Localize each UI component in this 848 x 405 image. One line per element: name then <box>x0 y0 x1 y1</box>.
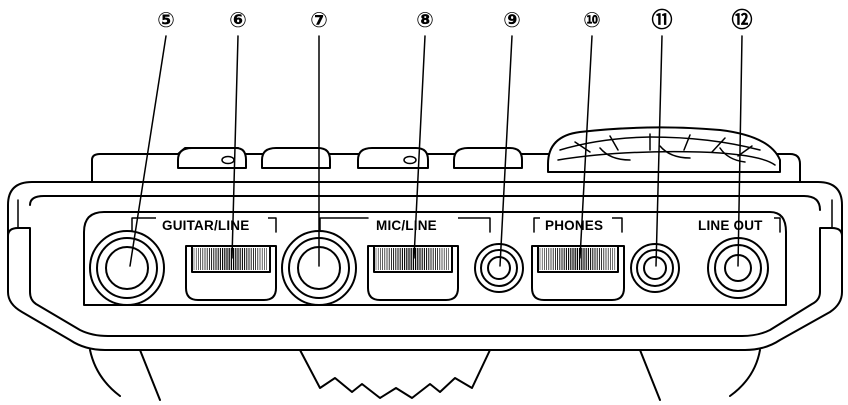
callout-7: ⑦ <box>310 8 328 32</box>
callout-12: ⑫ <box>732 8 753 32</box>
callout-10: ⑩ <box>583 8 601 32</box>
guitar-line-jack <box>89 230 165 306</box>
jack-panel <box>83 211 787 306</box>
callout-9: ⑨ <box>503 8 521 32</box>
top-controls <box>91 126 801 186</box>
guitar-line-label: GUITAR/LINE <box>162 218 249 233</box>
mic-line-label: MIC/LINE <box>376 218 437 233</box>
callout-6: ⑥ <box>229 8 247 32</box>
mic-line-level-wheel <box>367 245 459 301</box>
callout-5: ⑤ <box>157 8 175 32</box>
phones-jack <box>474 243 524 293</box>
line-out-jack <box>707 237 769 299</box>
line-out-label: LINE OUT <box>698 218 763 233</box>
line-out-jack-inner <box>630 243 680 293</box>
callouts: ⑤ ⑥ ⑦ ⑧ ⑨ ⑩ ⑪ ⑫ <box>157 8 752 32</box>
panel-labels: GUITAR/LINE MIC/LINE PHONES LINE OUT <box>156 214 774 233</box>
leader-lines <box>129 35 743 267</box>
callout-11: ⑪ <box>652 8 673 32</box>
group-brackets <box>131 217 781 233</box>
phones-level-wheel <box>531 245 625 301</box>
callout-8: ⑧ <box>416 8 434 32</box>
phones-label: PHONES <box>545 218 603 233</box>
guitar-line-level-wheel <box>185 245 277 301</box>
